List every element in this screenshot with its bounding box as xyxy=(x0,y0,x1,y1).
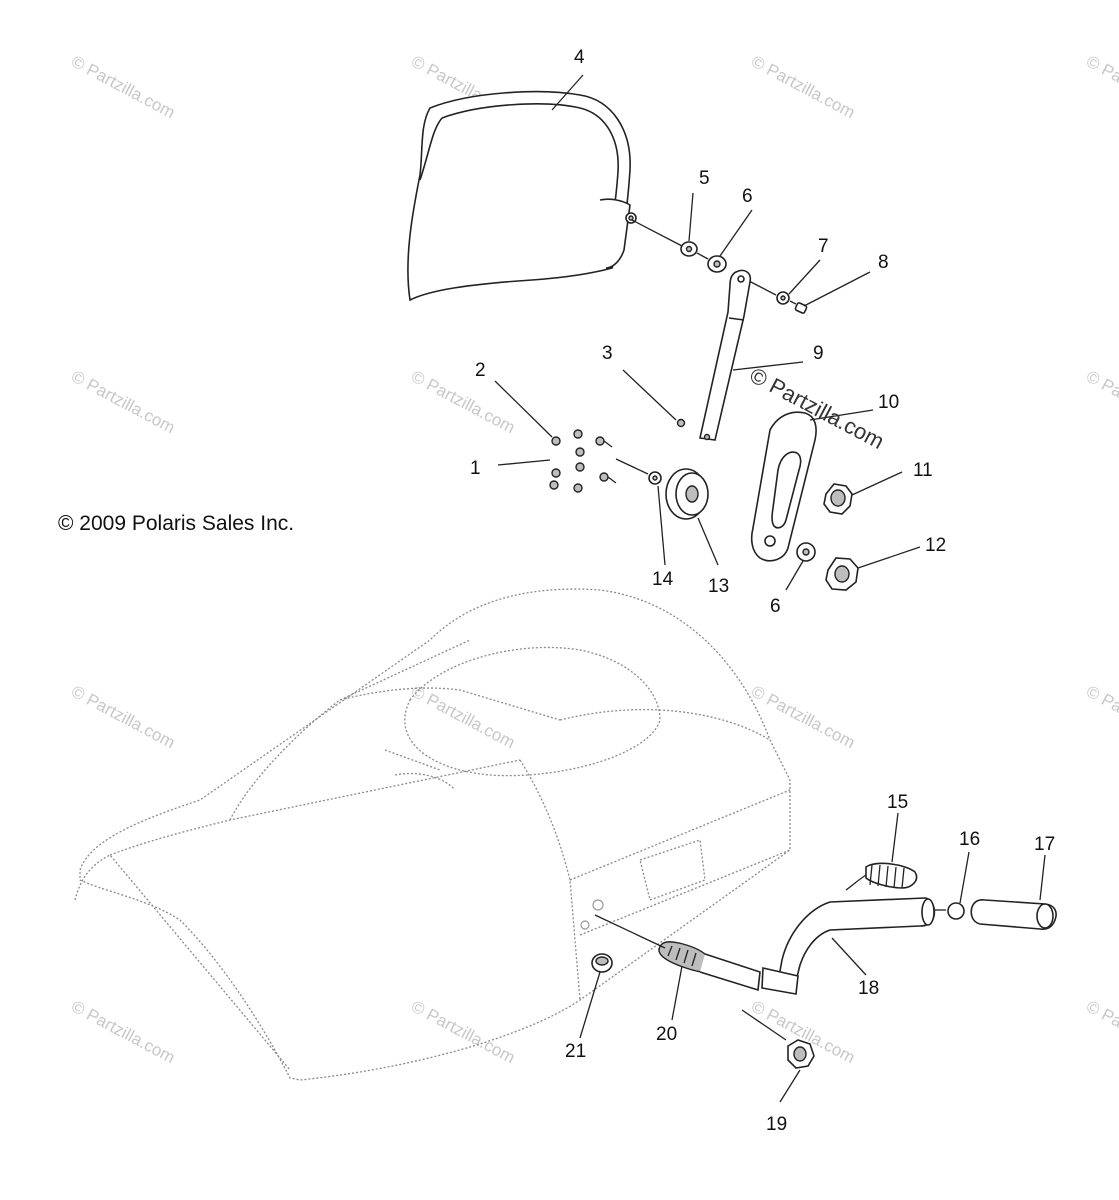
callout-16: 16 xyxy=(959,829,980,850)
backrest-bracket xyxy=(750,411,817,562)
watermark: © Partzilla.com xyxy=(68,997,178,1068)
leader-lines xyxy=(494,74,1046,1103)
watermark: © Partzilla.com xyxy=(408,682,518,753)
callout-10: 10 xyxy=(878,392,899,413)
seat-outline xyxy=(74,588,791,1081)
watermark-overlay: © Partzilla.com xyxy=(746,362,889,454)
nut xyxy=(648,471,662,485)
watermark: © Partzilla.com xyxy=(68,367,178,438)
watermark: © Partzilla.com xyxy=(748,52,858,123)
spring xyxy=(845,862,918,891)
fastener-stack xyxy=(631,219,808,314)
watermark: © Partzilla.com xyxy=(68,682,178,753)
callout-6: 6 xyxy=(742,186,753,207)
callout-12: 12 xyxy=(925,535,946,556)
knob xyxy=(796,542,859,591)
screw-group xyxy=(549,429,649,493)
watermark: © Partzilla.com xyxy=(408,367,518,438)
watermark: © Partzilla.com xyxy=(1083,682,1119,753)
callouts: 1 2 3 4 5 6 6 7 8 9 10 11 12 13 14 15 16… xyxy=(470,47,1055,1135)
callout-9: 9 xyxy=(813,343,824,364)
pin xyxy=(676,418,686,428)
bushing xyxy=(591,914,666,973)
callout-20: 20 xyxy=(656,1024,677,1045)
watermark: © Partzilla.com xyxy=(1083,52,1119,123)
callout-13: 13 xyxy=(708,576,729,597)
callout-8: 8 xyxy=(878,252,889,273)
callout-15: 15 xyxy=(887,792,908,813)
copyright-note: © 2009 Polaris Sales Inc. xyxy=(58,512,294,535)
knob-bolt xyxy=(741,1009,815,1069)
callout-2: 2 xyxy=(475,360,486,381)
knob xyxy=(823,483,853,515)
watermark: © Partzilla.com xyxy=(408,997,518,1068)
callout-5: 5 xyxy=(699,168,710,189)
callout-4: 4 xyxy=(574,47,585,68)
roller xyxy=(665,468,709,520)
sleeve xyxy=(658,941,761,992)
callout-17: 17 xyxy=(1034,834,1055,855)
callout-11: 11 xyxy=(913,460,933,481)
callout-21: 21 xyxy=(565,1041,586,1062)
watermark: © Partzilla.com xyxy=(1083,997,1119,1068)
callout-14: 14 xyxy=(652,569,674,590)
callout-6: 6 xyxy=(770,596,781,617)
callout-3: 3 xyxy=(602,343,613,364)
backrest-pad xyxy=(407,90,637,302)
watermark: © Partzilla.com xyxy=(1083,367,1119,438)
grip xyxy=(970,899,1057,931)
callout-19: 19 xyxy=(766,1114,787,1135)
watermark: © Partzilla.com xyxy=(748,682,858,753)
end-plug xyxy=(947,902,965,920)
watermark: © Partzilla.com xyxy=(68,52,178,123)
callout-7: 7 xyxy=(818,236,829,257)
callout-18: 18 xyxy=(858,978,879,999)
backrest-arm xyxy=(699,269,752,441)
handle-tube xyxy=(761,897,936,995)
callout-1: 1 xyxy=(470,458,481,479)
